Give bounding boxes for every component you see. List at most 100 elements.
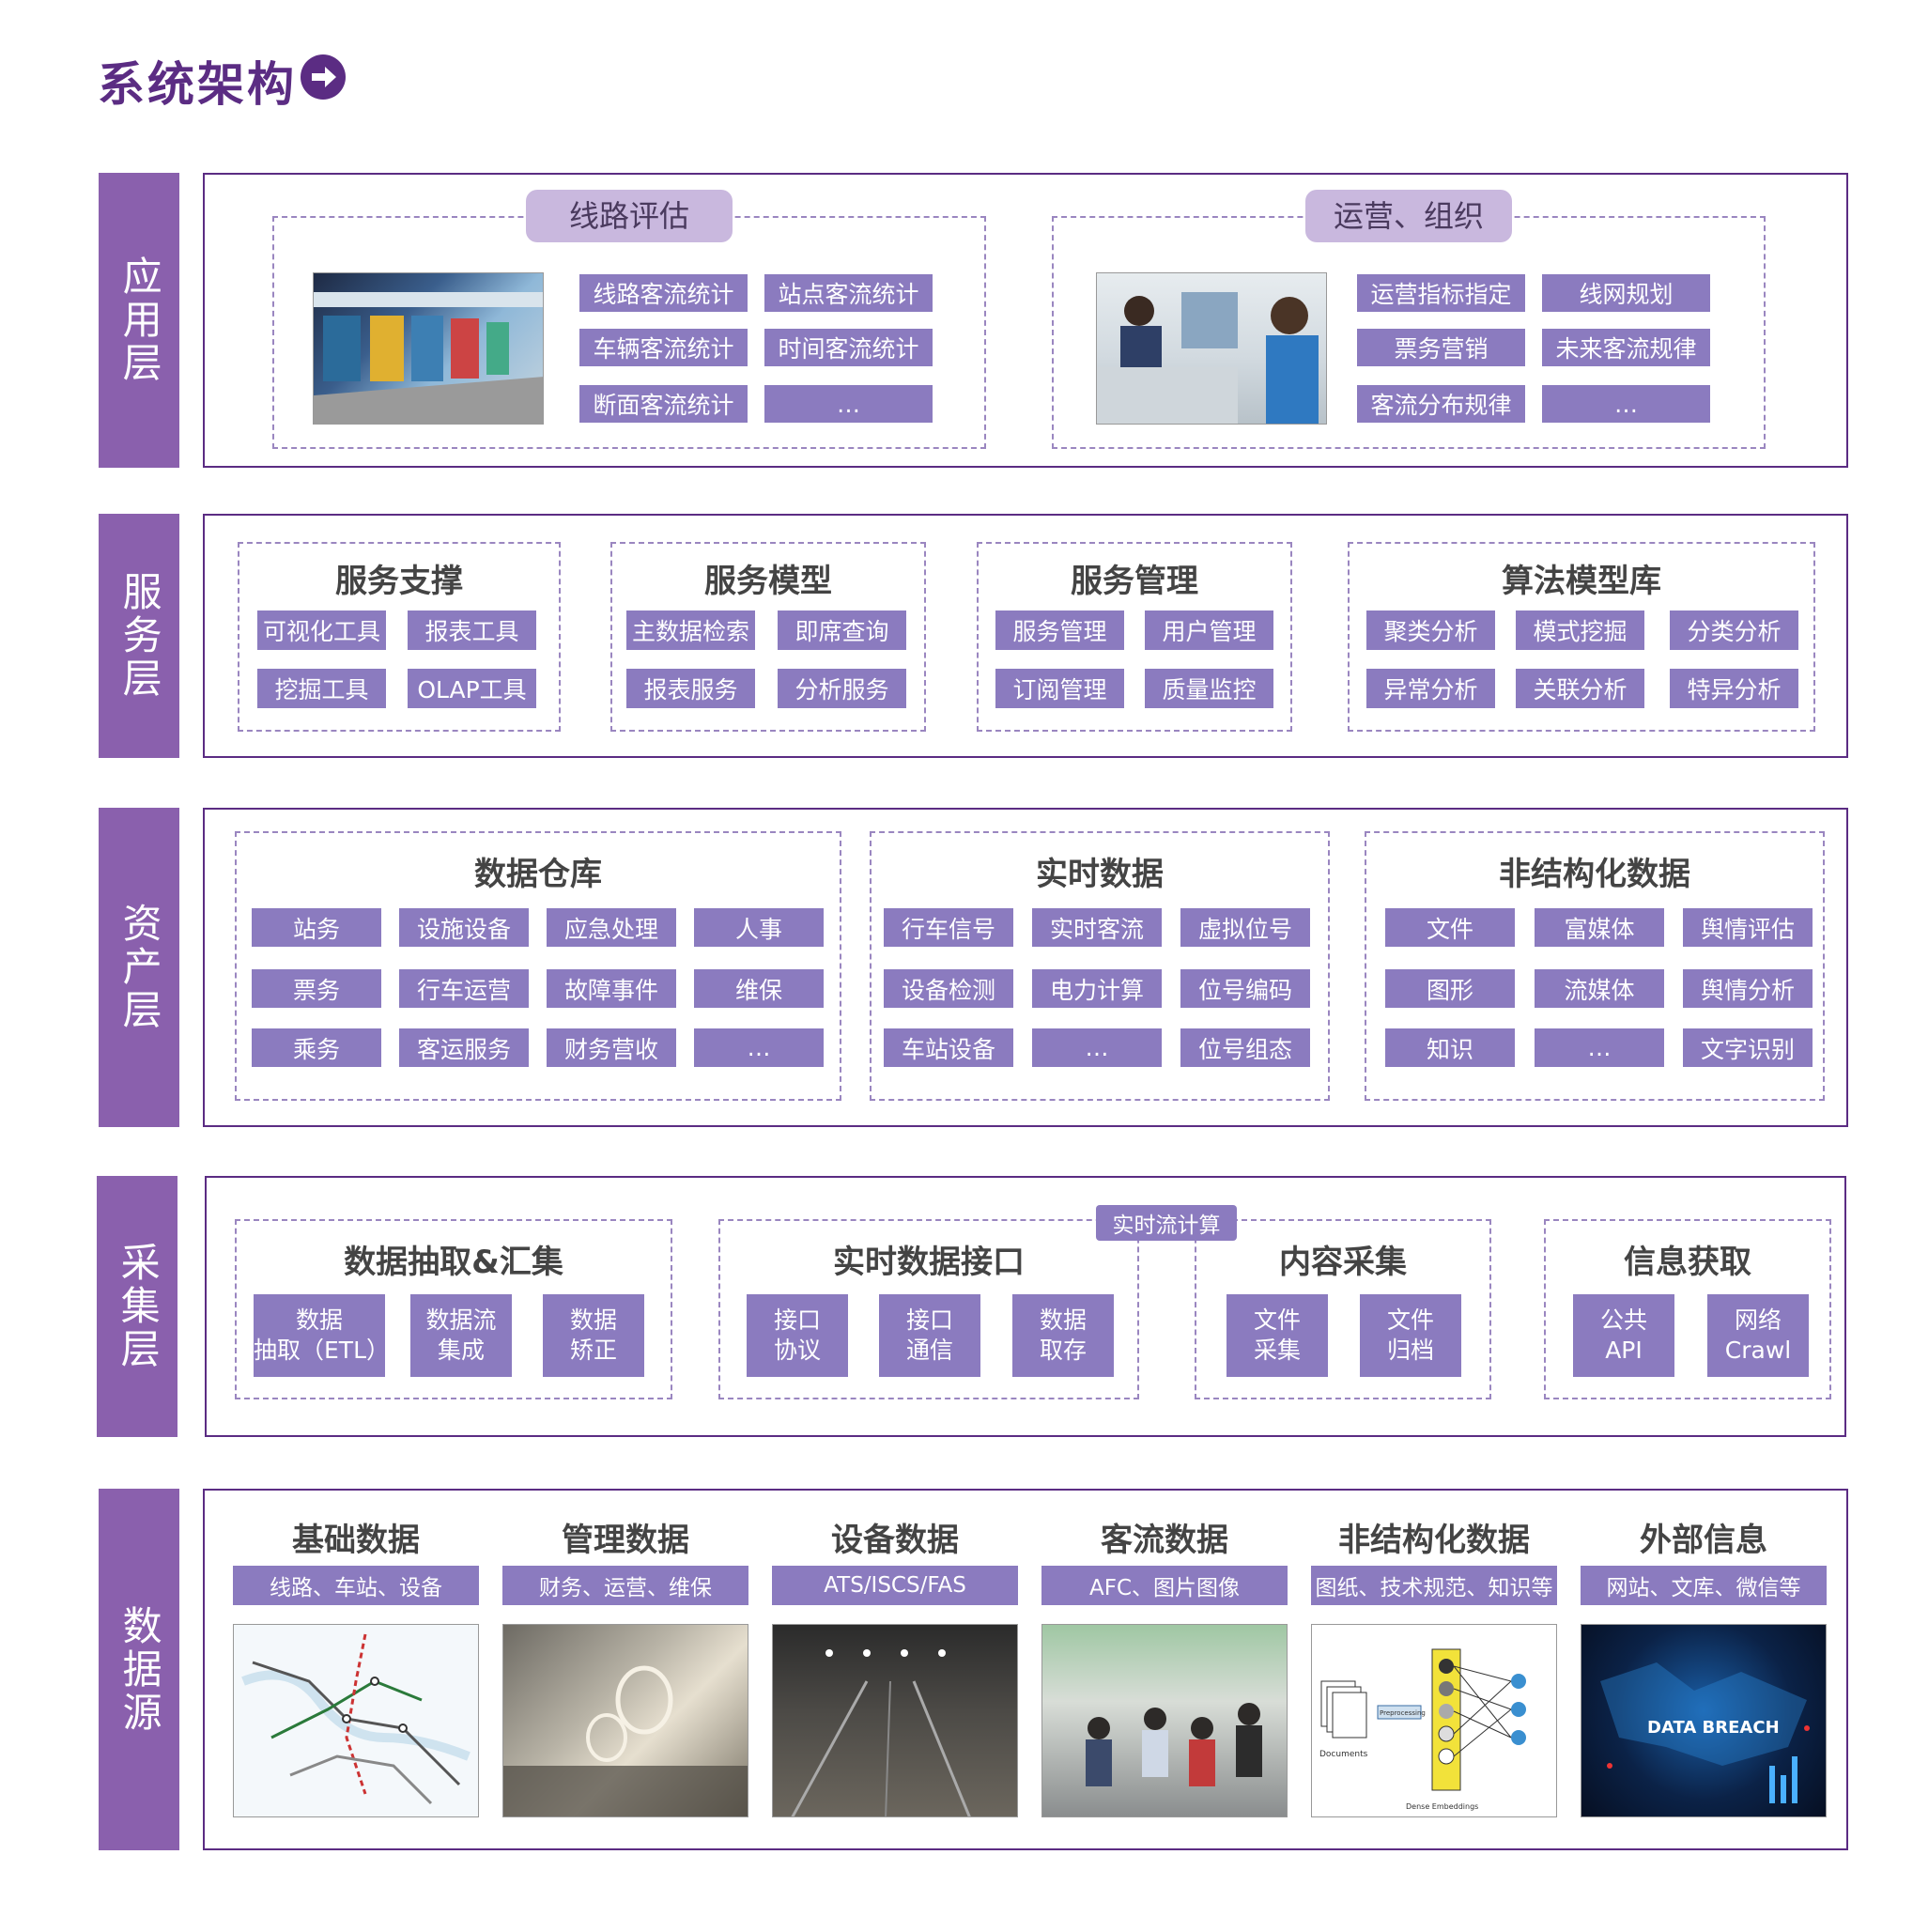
algo-item[interactable]: 分类分析 [1670, 611, 1798, 650]
extract-group: 数据抽取&汇集 [235, 1219, 672, 1399]
arrow-right-icon[interactable] [301, 54, 346, 100]
realtime-item[interactable]: 车站设备 [884, 1028, 1013, 1067]
asset-layer-panel [203, 808, 1848, 1127]
realtime-item[interactable]: 设备检测 [884, 969, 1013, 1008]
content-collect-item[interactable]: 文件采集 [1226, 1294, 1328, 1377]
algo-item[interactable]: 聚类分析 [1366, 611, 1495, 650]
ops-item[interactable]: 未来客流规律 [1542, 329, 1710, 366]
service-manage-item[interactable]: 质量监控 [1145, 669, 1273, 708]
route-item-more[interactable]: … [764, 385, 933, 423]
service-manage-item[interactable]: 服务管理 [995, 611, 1124, 650]
unstructured-item[interactable]: 知识 [1385, 1028, 1515, 1067]
unstructured-item[interactable]: 文件 [1385, 908, 1515, 947]
route-item[interactable]: 车辆客流统计 [579, 329, 748, 366]
unstructured-data-title: 非结构化数据 [1499, 856, 1690, 893]
warehouse-item[interactable]: 行车运营 [399, 969, 529, 1008]
service-manage-item[interactable]: 用户管理 [1145, 611, 1273, 650]
ops-item[interactable]: 线网规划 [1542, 274, 1710, 312]
preprocessing-label: Preprocessing [1380, 1709, 1426, 1717]
source-title: 外部信息 [1640, 1522, 1767, 1559]
unstructured-item-more[interactable]: … [1535, 1028, 1664, 1067]
realtime-item[interactable]: 位号组态 [1180, 1028, 1310, 1067]
rt-interface-item[interactable]: 接口通信 [879, 1294, 980, 1377]
route-item[interactable]: 断面客流统计 [579, 385, 748, 423]
service-model-title: 服务模型 [704, 563, 832, 600]
service-support-group: 服务支撑 [238, 542, 561, 732]
algo-item[interactable]: 特异分析 [1670, 669, 1798, 708]
algo-item[interactable]: 模式挖掘 [1516, 611, 1644, 650]
content-collect-item[interactable]: 文件归档 [1360, 1294, 1461, 1377]
ops-item[interactable]: 运营指标指定 [1357, 274, 1525, 312]
rt-interface-item[interactable]: 接口协议 [747, 1294, 848, 1377]
rt-interface-title: 实时数据接口 [833, 1244, 1025, 1281]
source-subtitle: 财务、运营、维保 [502, 1566, 748, 1605]
realtime-item[interactable]: 位号编码 [1180, 969, 1310, 1008]
warehouse-item[interactable]: 客运服务 [399, 1028, 529, 1067]
unstructured-item[interactable]: 舆情分析 [1683, 969, 1813, 1008]
warehouse-item[interactable]: 设施设备 [399, 908, 529, 947]
service-model-group: 服务模型 [610, 542, 926, 732]
unstructured-item[interactable]: 富媒体 [1535, 908, 1664, 947]
service-support-item[interactable]: OLAP工具 [408, 669, 536, 708]
unstructured-item[interactable]: 文字识别 [1683, 1028, 1813, 1067]
metro-platform-image [313, 272, 544, 425]
warehouse-item[interactable]: 维保 [694, 969, 824, 1008]
service-model-item[interactable]: 报表服务 [626, 669, 755, 708]
embedding-diagram-image: Documents Preprocessing Dense Embeddings [1311, 1624, 1557, 1817]
extract-item[interactable]: 数据流集成 [410, 1294, 512, 1377]
unstructured-item[interactable]: 舆情评估 [1683, 908, 1813, 947]
content-collect-group: 内容采集 [1195, 1219, 1491, 1399]
warehouse-item[interactable]: 站务 [252, 908, 381, 947]
service-counter-image [1096, 272, 1327, 425]
stream-compute-tag: 实时流计算 [1096, 1205, 1237, 1241]
ops-item-more[interactable]: … [1542, 385, 1710, 423]
warehouse-item[interactable]: 票务 [252, 969, 381, 1008]
source-title: 非结构化数据 [1338, 1522, 1530, 1559]
service-model-item[interactable]: 主数据检索 [626, 611, 755, 650]
layer-label-source: 数据源 [99, 1489, 179, 1850]
service-support-item[interactable]: 挖掘工具 [257, 669, 386, 708]
warehouse-item[interactable]: 故障事件 [547, 969, 676, 1008]
source-title: 管理数据 [562, 1522, 689, 1559]
route-item[interactable]: 时间客流统计 [764, 329, 933, 366]
extract-item[interactable]: 数据抽取（ETL） [254, 1294, 390, 1377]
warehouse-item[interactable]: 财务营收 [547, 1028, 676, 1067]
data-breach-image: DATA BREACH [1581, 1624, 1827, 1817]
service-support-item[interactable]: 可视化工具 [257, 611, 386, 650]
realtime-item[interactable]: 电力计算 [1032, 969, 1162, 1008]
info-acquire-title: 信息获取 [1624, 1244, 1751, 1281]
data-warehouse-group: 数据仓库 [235, 831, 841, 1101]
service-support-item[interactable]: 报表工具 [408, 611, 536, 650]
algo-library-title: 算法模型库 [1502, 563, 1661, 600]
realtime-item[interactable]: 实时客流 [1032, 908, 1162, 947]
algo-item[interactable]: 关联分析 [1516, 669, 1644, 708]
unstructured-item[interactable]: 流媒体 [1535, 969, 1664, 1008]
realtime-item-more[interactable]: … [1032, 1028, 1162, 1067]
service-manage-item[interactable]: 订阅管理 [995, 669, 1124, 708]
algo-item[interactable]: 异常分析 [1366, 669, 1495, 708]
realtime-item[interactable]: 虚拟位号 [1180, 908, 1310, 947]
extract-item[interactable]: 数据矫正 [543, 1294, 644, 1377]
data-warehouse-title: 数据仓库 [474, 856, 602, 893]
realtime-data-title: 实时数据 [1036, 856, 1164, 893]
service-model-item[interactable]: 分析服务 [778, 669, 906, 708]
warehouse-item-more[interactable]: … [694, 1028, 824, 1067]
service-manage-title: 服务管理 [1071, 563, 1198, 600]
warehouse-item[interactable]: 应急处理 [547, 908, 676, 947]
page-title: 系统架构 [98, 57, 297, 112]
warehouse-item[interactable]: 人事 [694, 908, 824, 947]
tunnel-image [772, 1624, 1018, 1817]
ops-item[interactable]: 客流分布规律 [1357, 385, 1525, 423]
unstructured-item[interactable]: 图形 [1385, 969, 1515, 1008]
metro-map-image [233, 1624, 479, 1817]
route-item[interactable]: 线路客流统计 [579, 274, 748, 312]
warehouse-item[interactable]: 乘务 [252, 1028, 381, 1067]
route-item[interactable]: 站点客流统计 [764, 274, 933, 312]
ops-item[interactable]: 票务营销 [1357, 329, 1525, 366]
service-model-item[interactable]: 即席查询 [778, 611, 906, 650]
rt-interface-item[interactable]: 数据取存 [1012, 1294, 1114, 1377]
realtime-item[interactable]: 行车信号 [884, 908, 1013, 947]
source-title: 客流数据 [1101, 1522, 1228, 1559]
